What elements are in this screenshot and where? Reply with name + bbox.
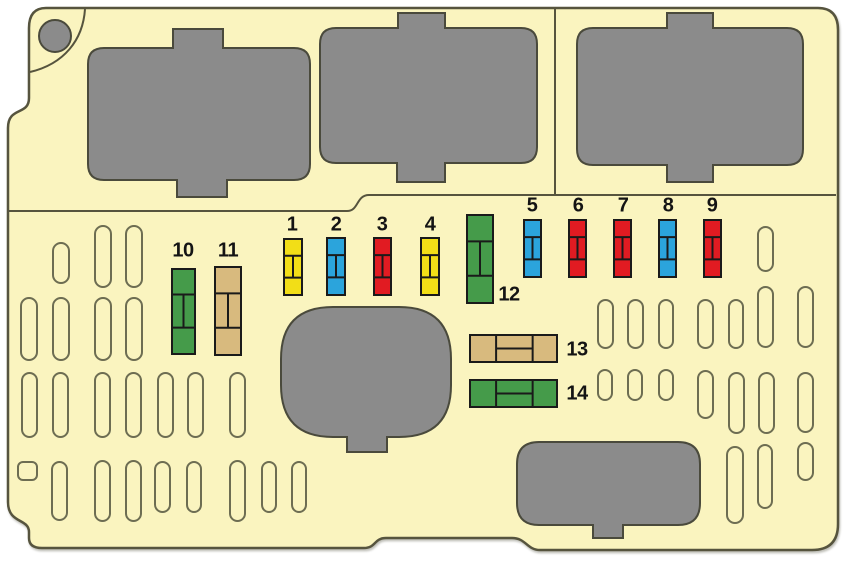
- fuse-label-2: 2: [330, 213, 342, 236]
- fuse-label-11: 11: [217, 239, 239, 262]
- fuse-label-9: 9: [706, 194, 718, 217]
- empty-slot: [728, 372, 745, 434]
- empty-slot: [125, 372, 142, 438]
- empty-slot: [627, 369, 643, 401]
- fuse-9: [703, 219, 722, 278]
- empty-slot: [21, 372, 38, 438]
- empty-slot: [154, 461, 171, 513]
- empty-slot: [52, 242, 70, 284]
- section-separator-line: [8, 194, 836, 212]
- fuse-2: [326, 237, 346, 296]
- empty-slot: [697, 370, 714, 419]
- fuse-label-6: 6: [572, 194, 584, 217]
- fuse-label-3: 3: [376, 213, 388, 236]
- center-connector-oval: [280, 306, 452, 453]
- fuse-5: [523, 219, 542, 278]
- empty-slot: [797, 442, 814, 481]
- empty-slot: [757, 444, 773, 509]
- empty-fuse-slots: [17, 225, 814, 524]
- empty-slot: [125, 225, 143, 288]
- fuse-label-1: 1: [286, 213, 298, 236]
- empty-slot: [797, 372, 814, 433]
- empty-slot: [52, 297, 70, 361]
- relay-block-top-left: [87, 28, 311, 198]
- fuse-label-4: 4: [424, 213, 436, 236]
- fuse-11: [214, 266, 242, 356]
- fuse-label-10: 10: [172, 239, 194, 262]
- fuse-label-14: 14: [566, 382, 588, 405]
- empty-slot: [728, 299, 744, 349]
- empty-slot: [51, 461, 68, 521]
- empty-slot: [187, 372, 204, 438]
- fuse-label-7: 7: [617, 194, 629, 217]
- empty-slot: [186, 461, 202, 513]
- fuse-label-12: 12: [498, 283, 520, 306]
- empty-slot: [758, 372, 775, 434]
- fuse-3: [373, 237, 392, 296]
- fuse-1: [283, 238, 303, 296]
- fuse-label-5: 5: [526, 194, 538, 217]
- fuse-label-13: 13: [566, 338, 588, 361]
- fuse-14: [469, 379, 558, 408]
- empty-slot: [229, 372, 246, 438]
- empty-slot: [157, 372, 174, 438]
- empty-slot: [797, 286, 814, 348]
- relay-block-top-right: [576, 12, 804, 183]
- empty-slot: [627, 299, 644, 349]
- empty-slot: [726, 446, 744, 524]
- fuses: [171, 214, 722, 408]
- empty-slot: [94, 297, 112, 361]
- empty-slot: [597, 299, 614, 349]
- empty-slot: [94, 372, 111, 438]
- empty-slot: [17, 461, 38, 481]
- empty-slot: [229, 460, 246, 522]
- empty-slot: [697, 299, 714, 349]
- empty-slot: [291, 461, 307, 513]
- relay-block-top-middle: [319, 12, 538, 183]
- fuse-6: [568, 219, 587, 278]
- empty-slot: [597, 369, 613, 401]
- mounting-hole: [38, 19, 72, 53]
- fuse-7: [613, 219, 632, 278]
- empty-slot: [261, 461, 277, 513]
- empty-slot: [757, 226, 774, 272]
- empty-slot: [125, 460, 142, 522]
- empty-slot: [52, 372, 69, 438]
- fuse-4: [420, 237, 440, 296]
- empty-slot: [20, 297, 38, 361]
- fuse-8: [658, 219, 677, 278]
- fuse-12: [466, 214, 494, 304]
- fuse-label-8: 8: [662, 194, 674, 217]
- relay-block-bottom: [516, 441, 701, 539]
- empty-slot: [658, 369, 674, 401]
- empty-slot: [658, 299, 674, 349]
- fuse-13: [469, 334, 558, 363]
- fuse-10: [171, 268, 196, 355]
- panel-corner-seam: [29, 8, 86, 73]
- empty-slot: [125, 297, 143, 361]
- empty-slot: [94, 460, 111, 522]
- empty-slot: [757, 286, 774, 348]
- empty-slot: [94, 225, 112, 288]
